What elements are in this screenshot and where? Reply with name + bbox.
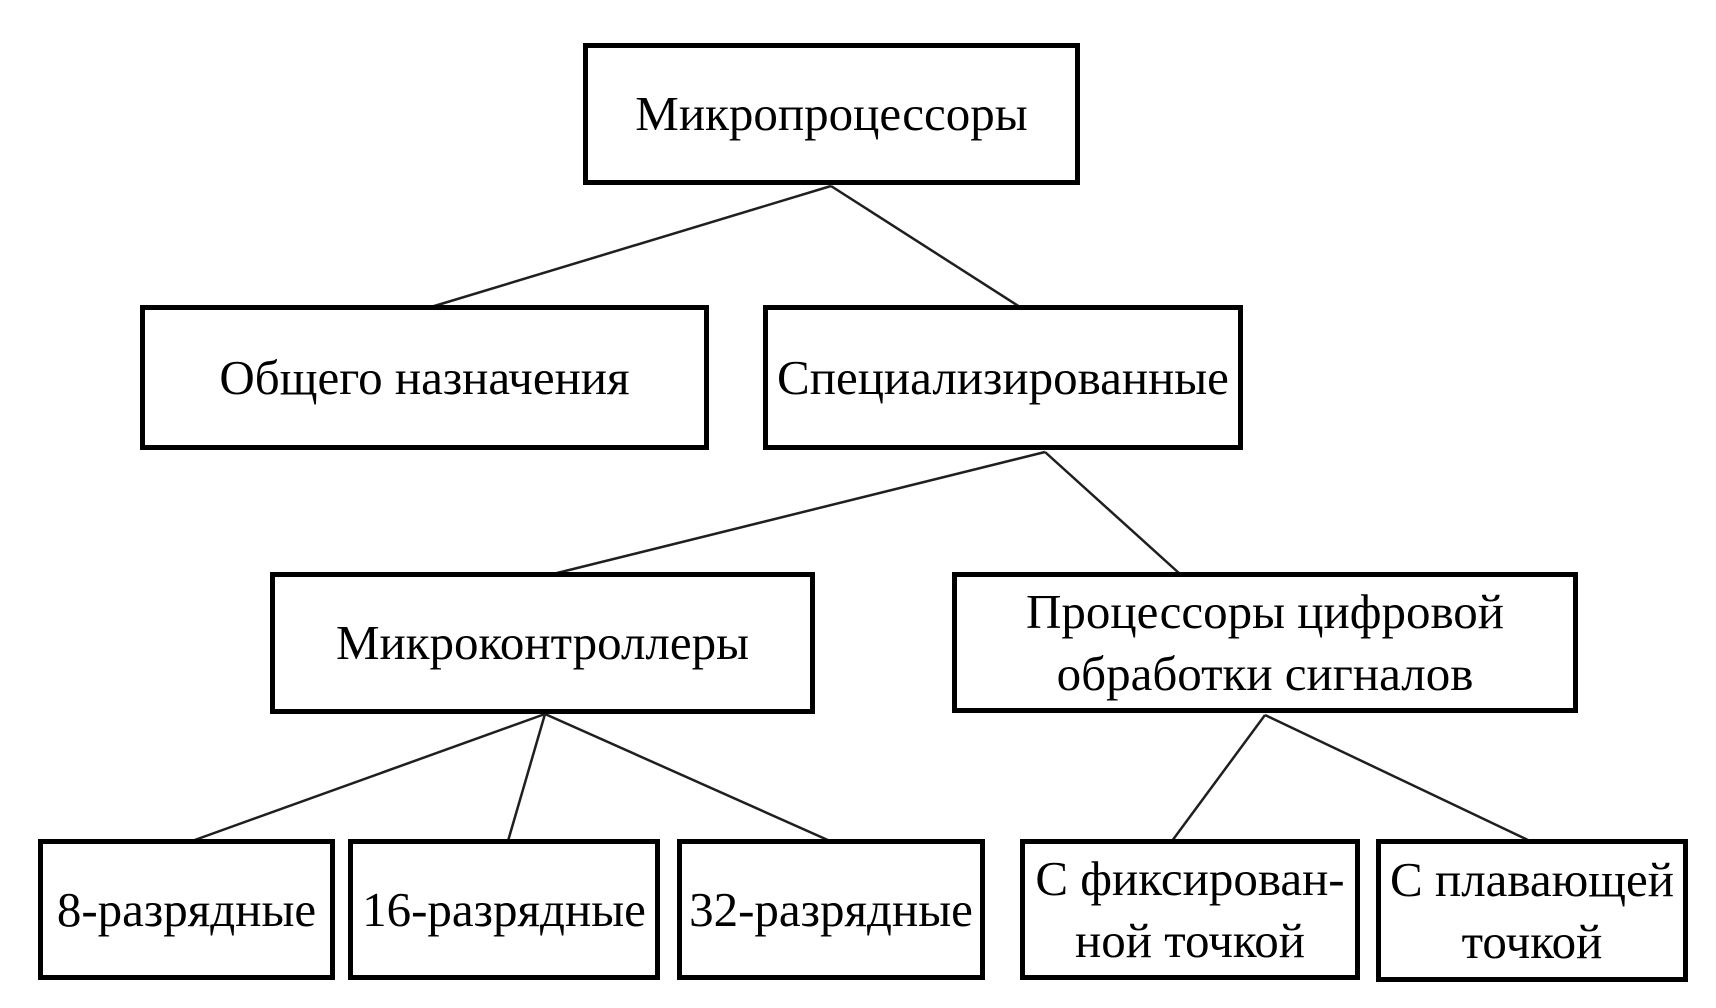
node-16-bit: 16-разрядные: [348, 839, 660, 980]
edge-dsp-floating: [1264, 713, 1531, 843]
node-general-purpose: Общего назначения: [140, 305, 709, 450]
node-8-bit: 8-разрядные: [38, 839, 335, 980]
node-label: 16-разрядные: [362, 881, 646, 937]
edge-mcu-bit16: [506, 713, 547, 842]
node-label: Специализированные: [777, 349, 1229, 405]
node-label: 32-разрядные: [689, 881, 973, 937]
edge-specialized-mcu: [552, 450, 1046, 576]
node-floating-point: С плавающей точкой: [1376, 839, 1688, 982]
node-digital-signal-processors: Процессоры цифровой обработки сигналов: [952, 572, 1578, 713]
node-label: Микропроцессоры: [635, 86, 1028, 142]
node-specialized: Специализированные: [763, 305, 1243, 450]
node-label: Общего назначения: [219, 349, 630, 405]
node-label: Процессоры цифровой обработки сигналов: [1026, 584, 1504, 701]
node-label: Микроконтроллеры: [335, 615, 750, 671]
node-microcontrollers: Микроконтроллеры: [270, 572, 815, 714]
node-fixed-point: С фиксирован- ной точкой: [1020, 839, 1360, 980]
edge-mcu-bit8: [191, 712, 546, 843]
node-label: 8-разрядные: [56, 881, 317, 937]
edge-dsp-fixed: [1170, 714, 1267, 842]
edge-mcu-bit32: [544, 712, 831, 843]
edge-root-specialized: [830, 184, 1021, 309]
edge-specialized-dsp: [1044, 451, 1181, 575]
node-label: С фиксирован- ной точкой: [1035, 851, 1345, 968]
edge-root-general: [430, 184, 832, 309]
node-32-bit: 32-разрядные: [677, 839, 985, 980]
node-microprocessors: Микропроцессоры: [583, 43, 1080, 185]
node-label: С плавающей точкой: [1390, 852, 1674, 969]
